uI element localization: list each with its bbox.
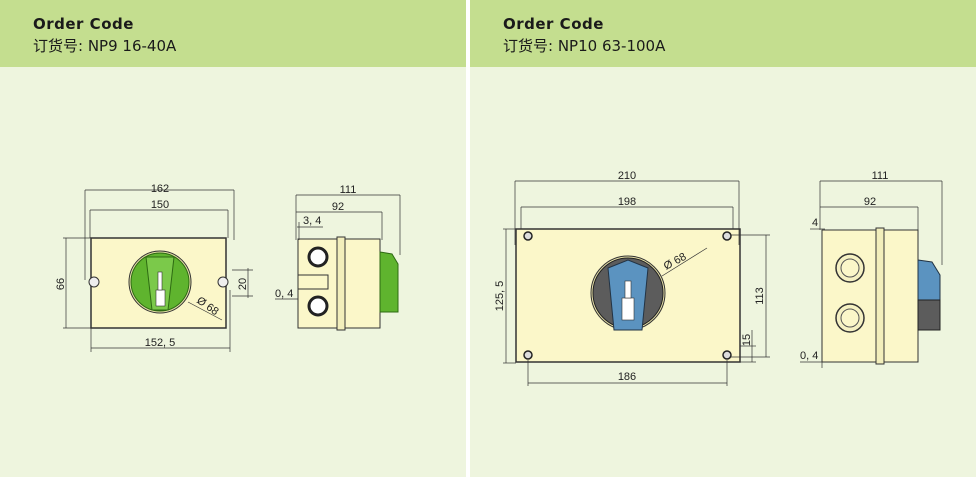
right-order-code: 订货号: NP10 63-100A bbox=[503, 37, 666, 55]
left-side-dim-92: 92 bbox=[332, 201, 344, 213]
left-header: Order Code 订货号: NP9 16-40A bbox=[0, 0, 466, 67]
left-dim-150: 150 bbox=[151, 199, 169, 211]
left-dim-20: 20 bbox=[237, 278, 249, 290]
right-title: Order Code bbox=[503, 15, 604, 33]
left-side-dim-111: 111 bbox=[340, 184, 357, 196]
left-dim-162: 162 bbox=[151, 183, 169, 195]
left-dim-152-5: 152, 5 bbox=[145, 337, 176, 349]
right-dim-125-5: 125, 5 bbox=[494, 281, 506, 312]
right-dim-186: 186 bbox=[618, 371, 636, 383]
left-dim-66: 66 bbox=[55, 278, 67, 290]
right-side-view bbox=[821, 227, 941, 365]
left-front-view bbox=[88, 237, 229, 329]
left-order-code: 订货号: NP9 16-40A bbox=[33, 37, 177, 55]
left-side-dim-0-4: 0, 4 bbox=[275, 288, 293, 300]
right-side-dim-4: 4 bbox=[812, 217, 818, 229]
right-header: Order Code 订货号: NP10 63-100A bbox=[470, 0, 976, 67]
left-side-dim-3-4: 3, 4 bbox=[303, 215, 321, 227]
right-dim-198: 198 bbox=[618, 196, 636, 208]
left-title: Order Code bbox=[33, 15, 134, 33]
left-panel: Order Code 订货号: NP9 16-40A bbox=[0, 0, 466, 477]
right-side-dim-92: 92 bbox=[864, 196, 876, 208]
right-dim-15: 15 bbox=[741, 334, 753, 346]
right-side-dim-111: 111 bbox=[872, 170, 889, 182]
left-side-view bbox=[297, 236, 399, 331]
right-dim-210: 210 bbox=[618, 170, 636, 182]
right-side-dim-0-4: 0, 4 bbox=[800, 350, 818, 362]
right-front-view bbox=[515, 228, 741, 363]
right-dim-113: 113 bbox=[754, 287, 766, 305]
